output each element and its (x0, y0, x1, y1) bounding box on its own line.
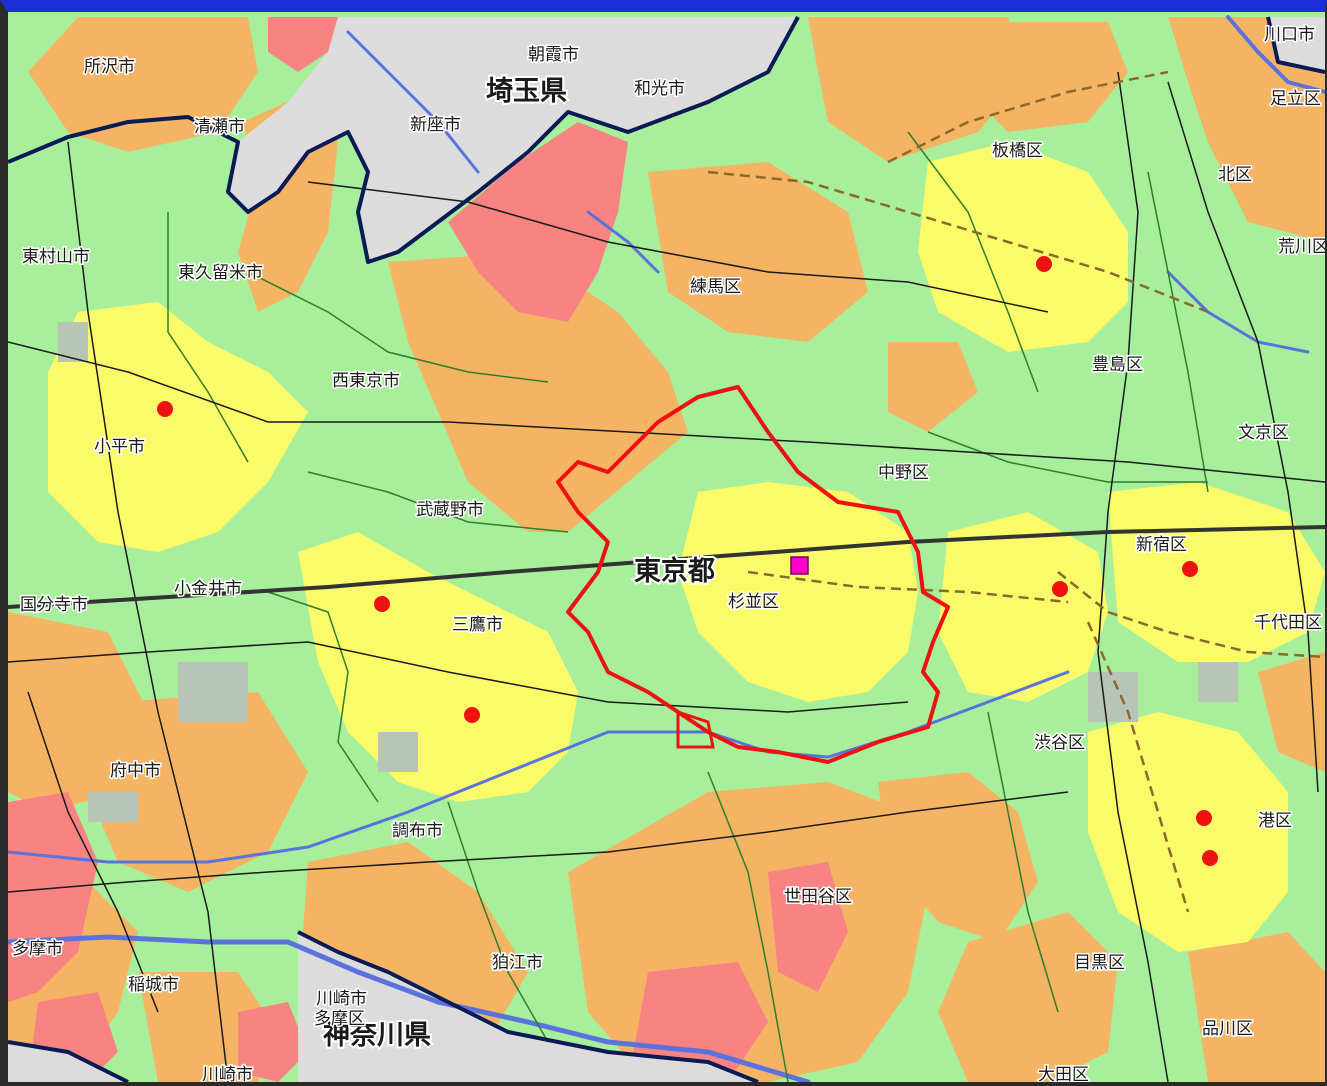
municipality-label: 大田区 (1038, 1065, 1089, 1082)
municipality-label: 中野区 (878, 463, 929, 483)
municipality-label: 狛江市 (492, 953, 543, 973)
municipality-label: 品川区 (1202, 1019, 1253, 1039)
municipality-label: 新宿区 (1136, 535, 1187, 555)
municipality-label: 渋谷区 (1034, 733, 1085, 753)
municipality-label: 武蔵野市 (416, 500, 484, 520)
municipality-label: 西東京市 (332, 371, 400, 391)
railway-chuo (8, 525, 1325, 609)
selected-area-outline[interactable] (556, 385, 950, 764)
railways-dashed (707, 70, 1325, 913)
municipality-label: 多摩市 (12, 939, 63, 959)
prefecture-boundaries (8, 16, 1325, 1082)
municipality-label: 小金井市 (174, 579, 242, 599)
selected-area-outline-notch (676, 709, 715, 749)
marker[interactable] (464, 707, 480, 723)
marker[interactable] (1036, 256, 1052, 272)
municipality-label: 板橋区 (992, 141, 1043, 161)
municipality-label: 和光市 (634, 79, 685, 99)
prefecture-label-kanagawa: 神奈川県 (323, 1020, 431, 1051)
prefecture-label-tokyo: 東京都 (634, 555, 715, 587)
municipality-label: 港区 (1258, 811, 1292, 831)
municipality-label-selected[interactable]: 杉並区 (727, 591, 781, 614)
municipality-label: 新座市 (410, 115, 461, 135)
highways (8, 71, 1325, 1082)
marker[interactable] (374, 596, 390, 612)
municipality-label: 調布市 (392, 821, 443, 841)
map-canvas[interactable]: 埼玉県 東京都 神奈川県 所沢市 朝霞市 和光市 川口市 足立区 清瀬市 新座市… (8, 12, 1325, 1082)
marker[interactable] (157, 401, 173, 417)
municipality-label: 豊島区 (1092, 355, 1143, 375)
municipality-label: 荒川区 (1278, 237, 1325, 257)
marker[interactable] (1202, 850, 1218, 866)
municipality-label: 稲城市 (128, 975, 179, 995)
municipality-label: 川崎市 (202, 1065, 253, 1082)
municipality-label: 世田谷区 (784, 887, 852, 907)
municipality-label: 東久留米市 (178, 263, 263, 283)
municipality-label: 三鷹市 (452, 614, 503, 635)
outside-area (8, 17, 1325, 1082)
municipality-label: 北区 (1218, 165, 1252, 185)
marker[interactable] (1052, 581, 1068, 597)
municipality-label: 東村山市 (22, 247, 90, 267)
marker-group (157, 256, 1218, 866)
municipality-label: 国分寺市 (20, 595, 88, 615)
municipality-labels: 所沢市 朝霞市 和光市 川口市 足立区 清瀬市 新座市 板橋区 北区 東村山市 … (11, 24, 1326, 1083)
municipality-label: 小平市 (94, 437, 145, 457)
municipality-label: 朝霞市 (528, 45, 579, 65)
municipality-label: 千代田区 (1254, 613, 1322, 633)
municipality-label: 川崎市 (316, 989, 367, 1009)
municipality-label: 府中市 (110, 761, 161, 781)
municipality-label: 文京区 (1238, 423, 1289, 443)
marker[interactable] (1196, 810, 1212, 826)
municipality-label: 所沢市 (84, 57, 135, 77)
municipality-label: 目黒区 (1074, 953, 1125, 973)
municipality-label: 足立区 (1270, 89, 1321, 109)
municipality-label: 川口市 (1264, 25, 1315, 45)
prefecture-label-saitama: 埼玉県 (486, 76, 567, 107)
municipal-boundaries (167, 131, 1209, 1082)
marker[interactable] (1182, 561, 1198, 577)
selected-marker[interactable] (790, 556, 809, 575)
municipality-label: 多摩区 (314, 1009, 365, 1029)
municipality-label: 練馬区 (690, 277, 741, 297)
municipality-label: 清瀬市 (194, 117, 245, 137)
